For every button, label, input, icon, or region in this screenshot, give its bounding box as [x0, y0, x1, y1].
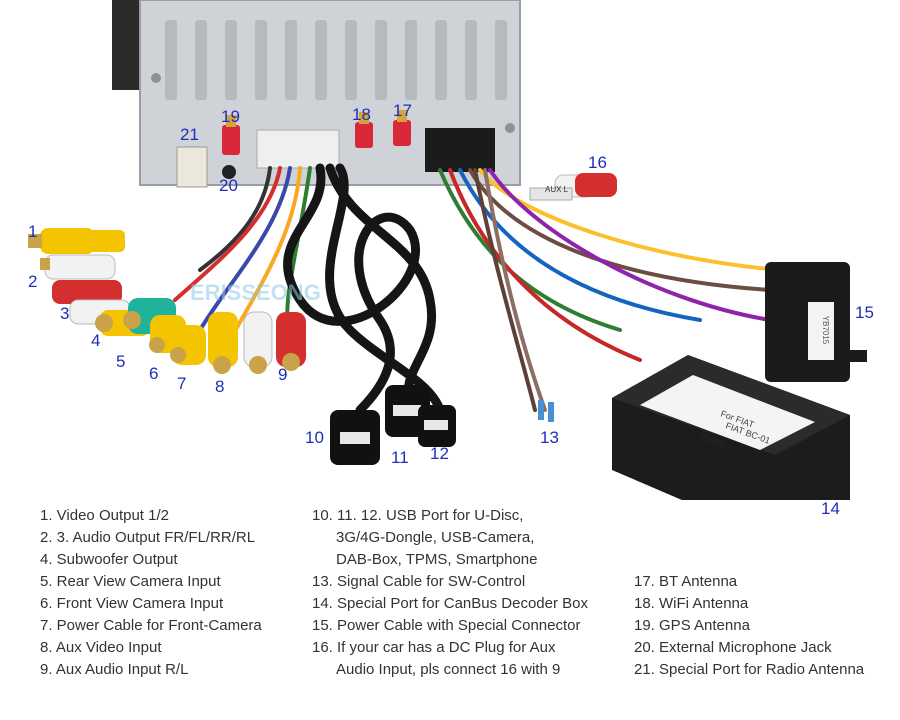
callout-13: 13 [540, 428, 559, 447]
harness-connector-black [425, 128, 495, 172]
legend-item-16: 16. If your car has a DC Plug for Aux [312, 639, 556, 656]
callout-20: 20 [219, 176, 238, 195]
callout-1: 1 [28, 222, 38, 241]
aux-rca-plug [529, 173, 617, 201]
legend-item-7: 7. Power Cable for Front-Camera [40, 617, 262, 634]
microphone-jack [222, 165, 236, 179]
wifi-antenna-connector [355, 112, 373, 148]
callout-4: 4 [91, 331, 101, 350]
legend-item-10-12-cont2: DAB-Box, TPMS, Smartphone [336, 551, 538, 568]
callout-6: 6 [149, 364, 159, 383]
callout-21: 21 [180, 125, 199, 144]
legend-item-16-cont: Audio Input, pls connect 16 with 9 [336, 661, 561, 678]
legend-item-19: 19. GPS Antenna [634, 617, 750, 634]
canbus-decoder-box: For FIAT FIAT BC-01 Xgod [612, 355, 850, 500]
legend-item-17: 17. BT Antenna [634, 573, 738, 590]
legend-column-1: 1. Video Output 1/2 2. 3. Audio Output F… [40, 505, 262, 681]
legend-item-8: 8. Aux Video Input [40, 639, 162, 656]
legend-column-3: 17. BT Antenna 18. WiFi Antenna 19. GPS … [634, 571, 864, 681]
callout-18: 18 [352, 105, 371, 124]
legend-item-4: 4. Subwoofer Output [40, 551, 178, 568]
legend-item-15: 15. Power Cable with Special Connector [312, 617, 581, 634]
legend-item-10-12-cont1: 3G/4G-Dongle, USB-Camera, [336, 529, 535, 546]
callout-5: 5 [116, 352, 126, 371]
harness-connector-white [256, 129, 340, 169]
callout-15: 15 [855, 303, 874, 322]
callout-8: 8 [215, 377, 225, 396]
legend-item-6: 6. Front View Camera Input [40, 595, 224, 612]
legend-item-18: 18. WiFi Antenna [634, 595, 749, 612]
legend-item-13: 13. Signal Cable for SW-Control [312, 573, 526, 590]
legend-item-5: 5. Rear View Camera Input [40, 573, 221, 590]
callout-11: 11 [391, 448, 409, 467]
bt-antenna-connector [393, 110, 411, 146]
legend-column-2: 10. 11. 12. USB Port for U-Disc, 3G/4G-D… [312, 505, 588, 681]
usb-port-10 [330, 410, 380, 465]
callout-10: 10 [305, 428, 324, 447]
rca-plugs [28, 228, 306, 374]
legend-item-9: 9. Aux Audio Input R/L [40, 661, 189, 678]
legend-item-14: 14. Special Port for CanBus Decoder Box [312, 595, 588, 612]
signal-cable-tips [538, 400, 554, 422]
legend-item-2-3: 2. 3. Audio Output FR/FL/RR/RL [40, 529, 256, 546]
callout-12: 12 [430, 444, 449, 463]
legend-item-20: 20. External Microphone Jack [634, 639, 832, 656]
legend-item-1: 1. Video Output 1/2 [40, 507, 169, 524]
callout-19: 19 [221, 107, 240, 126]
special-power-connector: YB7015 [765, 262, 867, 382]
radio-antenna-port [176, 146, 208, 188]
callout-17: 17 [393, 101, 412, 120]
gps-antenna-connector [222, 115, 240, 155]
aux-tag-text: AUX L [545, 185, 569, 194]
product-photo: YB7015 For FIAT FIAT BC-01 Xgod AUX L ER… [28, 0, 867, 500]
legend-item-10-12: 10. 11. 12. USB Port for U-Disc, [312, 507, 524, 524]
watermark-text: ERISSEONG [190, 280, 321, 305]
connector-tag-text: YB7015 [821, 316, 830, 345]
callout-3: 3 [60, 304, 70, 323]
callout-7: 7 [177, 374, 187, 393]
usb-port-12 [418, 405, 456, 447]
callout-14: 14 [821, 499, 840, 518]
legend-item-21: 21. Special Port for Radio Antenna [634, 661, 865, 678]
callout-9: 9 [278, 365, 288, 384]
callout-16: 16 [588, 153, 607, 172]
callout-2: 2 [28, 272, 38, 291]
